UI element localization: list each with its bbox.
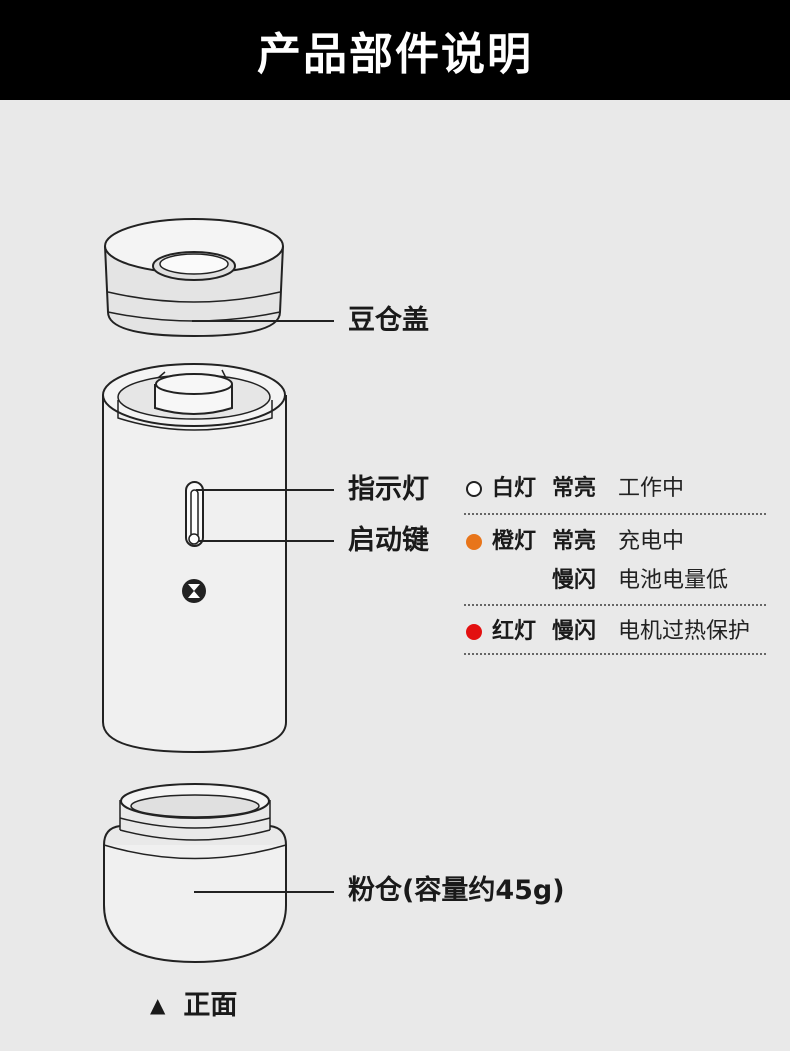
grinder-body-drawing <box>102 363 287 754</box>
view-caption: ▲ 正面 <box>150 992 237 1019</box>
view-caption-label: 正面 <box>183 990 238 1021</box>
leader-lines <box>192 320 334 893</box>
red-dot-icon <box>466 624 482 640</box>
legend-desc: 充电中 <box>618 529 685 554</box>
legend-divider <box>464 653 766 655</box>
legend-row-orange-steady: 橙灯 常亮 充电中 <box>464 525 766 561</box>
legend-row-white: 白灯 常亮 工作中 <box>464 472 766 508</box>
legend-desc: 电机过热保护 <box>618 619 751 644</box>
legend-desc: 电池电量低 <box>618 568 729 593</box>
page-title: 产品部件说明 <box>257 29 533 80</box>
legend-lamp: 红灯 <box>492 619 537 644</box>
white-dot-icon <box>466 481 482 497</box>
triangle-up-icon: ▲ <box>150 993 166 1017</box>
header-banner: 产品部件说明 <box>0 0 790 100</box>
legend-lamp: 橙灯 <box>492 529 537 554</box>
label-bean-lid: 豆仓盖 <box>348 305 429 336</box>
hourglass-icon <box>182 579 206 603</box>
legend-mode: 常亮 <box>552 529 597 554</box>
legend-row-orange-flash: 慢闪 电池电量低 <box>464 564 766 600</box>
legend-lamp: 白灯 <box>492 476 537 501</box>
legend-divider <box>464 604 766 606</box>
label-start-key: 启动键 <box>348 525 429 556</box>
orange-dot-icon <box>466 534 482 550</box>
label-indicator-light: 指示灯 <box>348 474 429 505</box>
legend-mode: 慢闪 <box>552 619 597 644</box>
start-button-dot <box>188 533 200 545</box>
legend-divider <box>464 513 766 515</box>
legend-mode: 慢闪 <box>552 568 597 593</box>
legend-row-red: 红灯 慢闪 电机过热保护 <box>464 615 766 651</box>
powder-bin-drawing <box>103 783 287 964</box>
label-powder-bin: 粉仓(容量约45g) <box>348 875 565 906</box>
bean-lid-drawing <box>104 218 284 338</box>
legend-desc: 工作中 <box>618 476 685 501</box>
legend-mode: 常亮 <box>552 476 597 501</box>
